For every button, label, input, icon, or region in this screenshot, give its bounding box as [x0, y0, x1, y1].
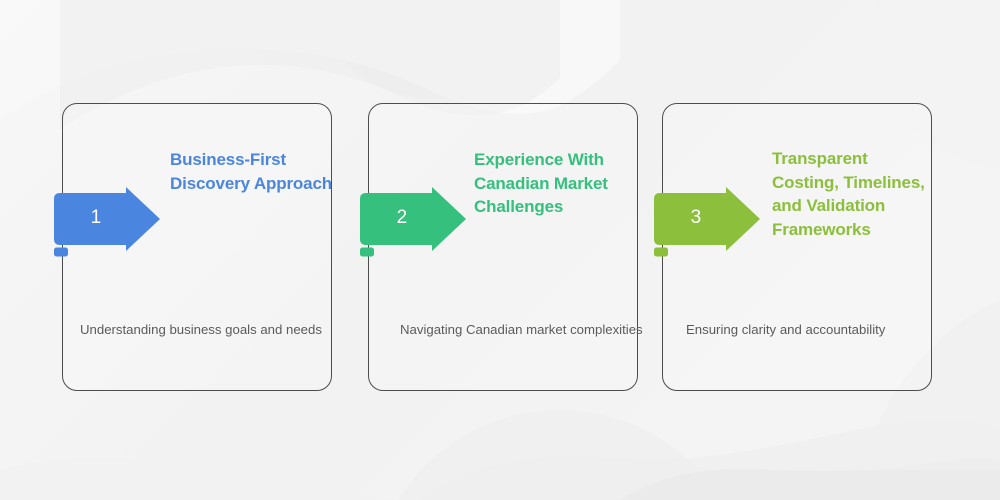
step-card-3[interactable]: 3 Transparent Costing, Timelines, and Va… — [654, 103, 932, 391]
step-title-1: Business-First Discovery Approach — [170, 150, 333, 193]
card-outline-2 — [368, 103, 638, 391]
arrow-right-icon — [360, 187, 466, 257]
step-number-3: 3 — [690, 207, 702, 228]
step-description-2: Navigating Canadian market complexities — [400, 322, 643, 337]
step-card-1[interactable]: 1 Business-First Discovery Approach Unde… — [54, 103, 333, 391]
arrow-badge-2: 2 — [360, 187, 470, 257]
card-outline-1 — [62, 103, 332, 391]
step-number-1: 1 — [90, 207, 102, 228]
card-outline-3 — [662, 103, 932, 391]
arrow-badge-1: 1 — [54, 187, 164, 257]
arrow-right-icon — [54, 187, 160, 257]
step-number-2: 2 — [396, 207, 408, 228]
step-description-1: Understanding business goals and needs — [80, 322, 322, 337]
step-card-2[interactable]: 2 Experience With Canadian Market Challe… — [360, 103, 643, 391]
step-title-2: Experience With Canadian Market Challeng… — [474, 150, 608, 217]
arrow-badge-3: 3 — [654, 187, 764, 257]
step-title-3: Transparent Costing, Timelines, and Vali… — [772, 149, 925, 239]
step-description-3: Ensuring clarity and accountability — [686, 322, 886, 337]
arrow-right-icon — [654, 187, 760, 257]
